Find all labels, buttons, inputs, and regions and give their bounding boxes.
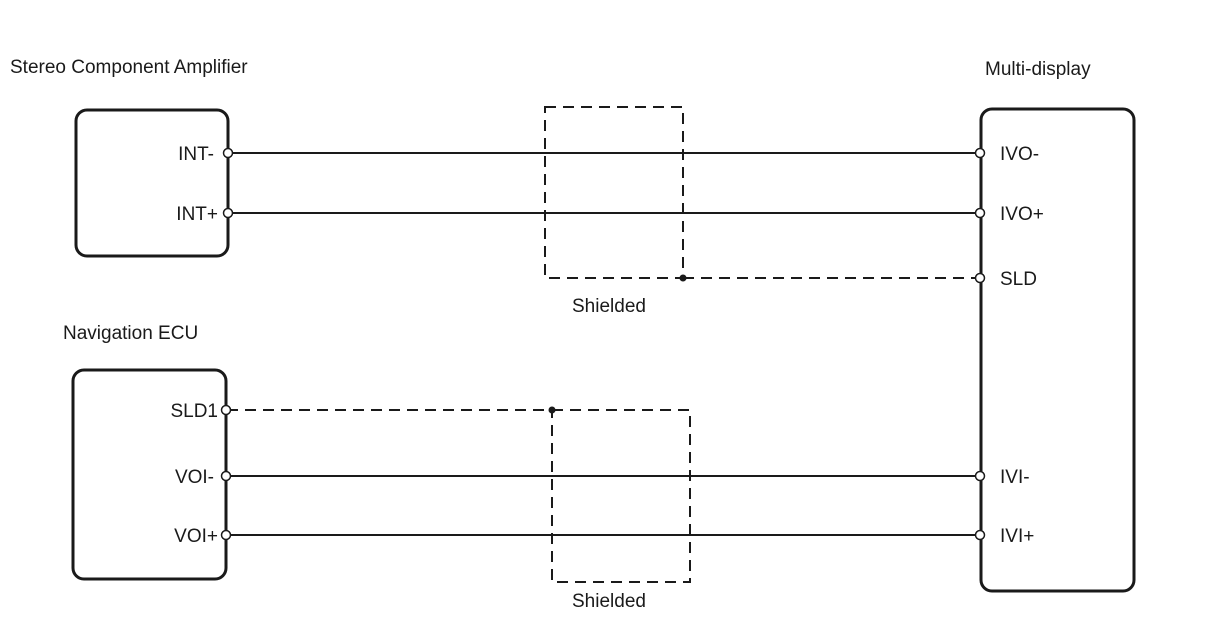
pin-label-voi-plus: VOI+ — [174, 526, 218, 547]
pin-label-voi-minus: VOI- — [175, 467, 214, 488]
terminal-voi-plus — [220, 529, 232, 541]
pin-label-ivo-minus: IVO- — [1000, 144, 1039, 165]
terminal-voi-minus — [220, 470, 232, 482]
lower-shield-label: Shielded — [572, 591, 646, 612]
multi-display-box — [979, 107, 1136, 593]
amplifier-title: Stereo Component Amplifier — [10, 57, 248, 78]
terminal-int-minus — [222, 147, 234, 159]
upper-shield-label: Shielded — [572, 296, 646, 317]
pin-label-int-plus: INT+ — [176, 204, 218, 225]
amplifier-box — [74, 108, 230, 258]
lower-shield-enclosure — [551, 409, 691, 583]
pin-label-sld1: SLD1 — [170, 401, 218, 422]
terminal-ivo-minus — [974, 147, 986, 159]
terminal-sld1 — [220, 404, 232, 416]
pin-label-ivi-plus: IVI+ — [1000, 526, 1034, 547]
pin-label-ivi-minus: IVI- — [1000, 467, 1030, 488]
terminal-ivo-plus — [974, 207, 986, 219]
pin-label-sld: SLD — [1000, 269, 1037, 290]
pin-label-int-minus: INT- — [178, 144, 214, 165]
terminal-ivi-plus — [974, 529, 986, 541]
terminal-sld — [974, 272, 986, 284]
upper-shield-junction — [679, 274, 687, 282]
multi-display-title: Multi-display — [985, 59, 1091, 80]
upper-shield-enclosure — [544, 106, 684, 279]
pin-label-ivo-plus: IVO+ — [1000, 204, 1044, 225]
terminal-ivi-minus — [974, 470, 986, 482]
lower-shield-junction — [548, 406, 556, 414]
terminal-int-plus — [222, 207, 234, 219]
navigation-ecu-title: Navigation ECU — [63, 323, 198, 344]
